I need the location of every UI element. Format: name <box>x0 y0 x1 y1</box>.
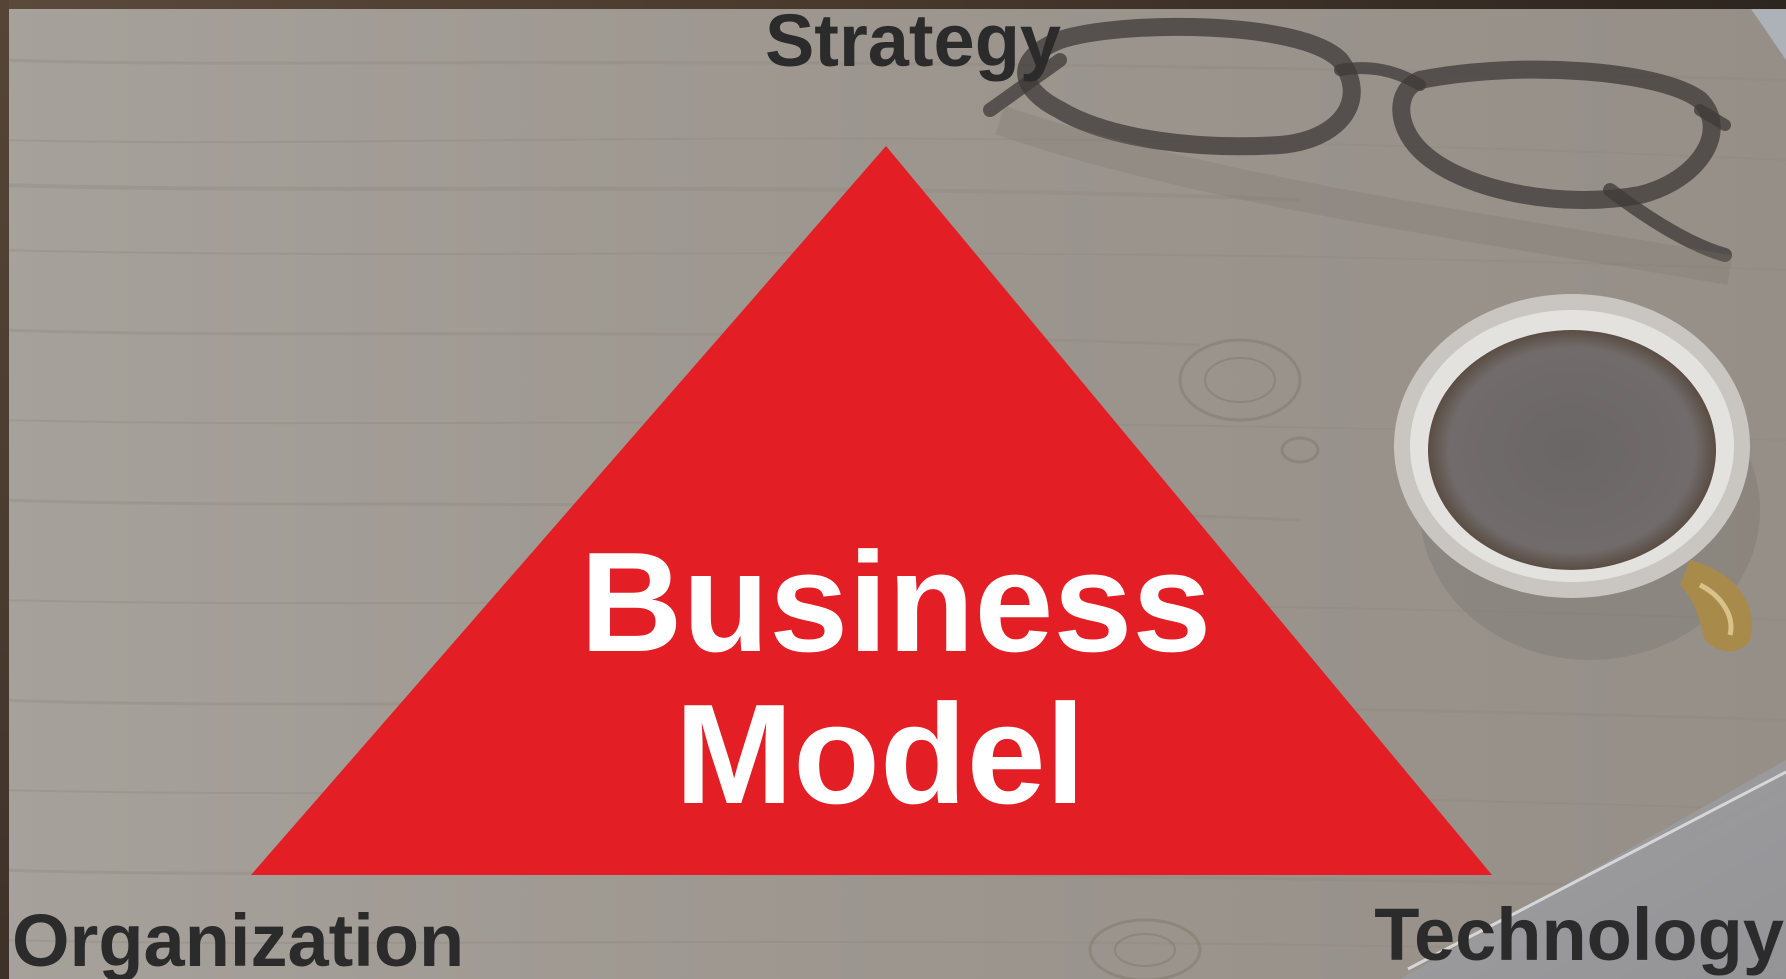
vertex-label-bottom-left: Organization <box>12 899 465 979</box>
laptop-edge-icon <box>1745 0 1786 60</box>
laptop-icon <box>1400 760 1786 979</box>
frame-left-border <box>0 0 9 979</box>
center-text-line-1: Business <box>580 523 1212 682</box>
business-model-triangle <box>251 146 1492 875</box>
frame-top-border <box>0 0 1786 9</box>
center-text-line-2: Model <box>674 675 1086 834</box>
vertex-label-bottom-right: Technology <box>1374 893 1784 976</box>
wood-knots <box>1088 338 1320 979</box>
vertex-label-top: Strategy <box>764 0 1062 82</box>
coffee-cup-icon <box>1394 294 1760 660</box>
glasses-icon <box>983 17 1732 262</box>
glasses-shadow <box>995 105 1733 285</box>
